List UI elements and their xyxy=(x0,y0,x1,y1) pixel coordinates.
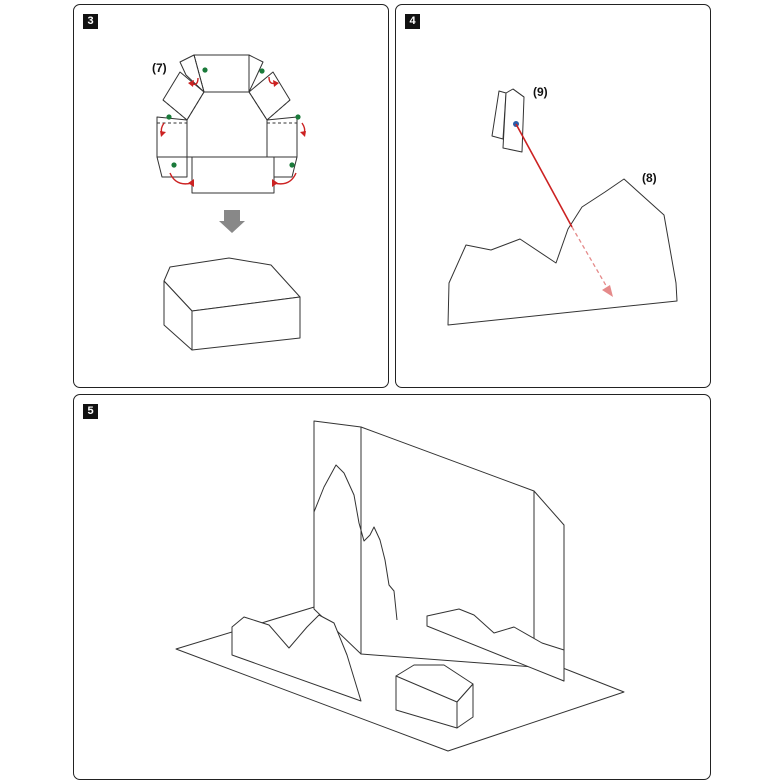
insert-line-hidden xyxy=(571,226,609,290)
glue-dot xyxy=(295,114,301,120)
callout-part-9: (9) xyxy=(533,85,548,99)
callout-part-7: (7) xyxy=(152,61,167,75)
glue-dots xyxy=(166,67,301,168)
glue-dot xyxy=(289,162,295,168)
glue-dot xyxy=(202,67,208,73)
insert-line xyxy=(515,123,573,228)
box-front-face xyxy=(191,296,301,351)
assembled-box xyxy=(395,664,474,729)
box-side-face xyxy=(456,683,474,729)
support-front-face xyxy=(502,88,525,153)
net-left-panel xyxy=(156,116,188,158)
assembled-base-box xyxy=(163,257,301,351)
right-mountain-piece xyxy=(426,608,565,682)
step-5-panel: 5 xyxy=(73,394,711,780)
step-4-badge: 4 xyxy=(405,14,420,29)
front-mountain-piece xyxy=(231,614,362,702)
step-3-panel: 3 (7) xyxy=(73,4,389,388)
fold-arrowheads xyxy=(160,80,306,187)
step-4-panel: 4 (9) (8) xyxy=(395,4,711,388)
callout-part-8: (8) xyxy=(642,171,657,185)
base-box-net xyxy=(156,54,298,194)
net-lower-left-tab xyxy=(156,156,188,178)
step-5-diagram xyxy=(175,420,625,752)
mountain-backdrop-8 xyxy=(447,178,678,326)
glue-dot xyxy=(166,114,172,120)
back-wall xyxy=(313,420,565,682)
glue-dot xyxy=(171,162,177,168)
net-bottom-panel xyxy=(191,156,275,194)
support-piece-9 xyxy=(491,88,525,153)
step-3-badge: 3 xyxy=(83,14,98,29)
step-5-badge: 5 xyxy=(83,404,98,419)
net-right-panel xyxy=(266,116,298,158)
step-3-diagram xyxy=(156,54,306,351)
floor-base xyxy=(175,590,625,752)
insert-arrowhead-icon xyxy=(602,285,613,297)
step-4-diagram xyxy=(447,88,678,326)
net-top-left-tab xyxy=(179,54,205,93)
glue-dot xyxy=(259,68,265,74)
step-down-arrow-icon xyxy=(219,210,245,233)
tall-mountain-cutout xyxy=(313,464,398,621)
